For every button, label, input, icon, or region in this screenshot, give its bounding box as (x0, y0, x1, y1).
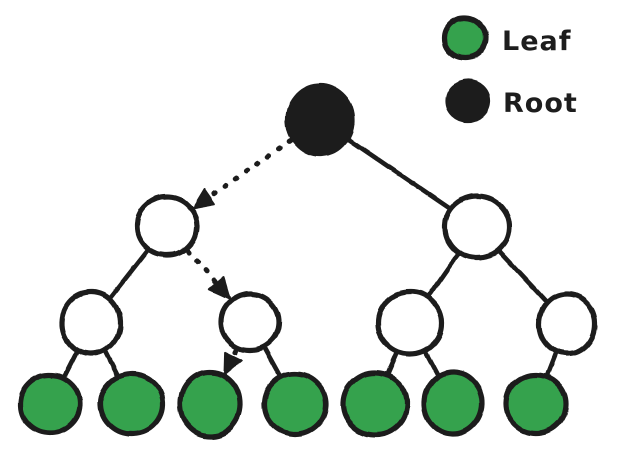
legend-label-root: Root (503, 88, 578, 119)
tree-node-leaf-1 (17, 372, 83, 436)
tree-edge-r1-r2b (496, 248, 549, 305)
tree-node-leaf-6 (421, 369, 485, 437)
tree-node-leaf-3 (177, 369, 243, 439)
tree-node-l2b (218, 291, 282, 353)
tree-node-leaf-7 (503, 372, 569, 436)
tree-node-leaf-2 (98, 371, 166, 437)
traversal-dotted-line-l2b-leaf-3 (231, 348, 239, 358)
legend-swatches-layer (441, 15, 491, 123)
traversal-arrowhead-icon (208, 276, 231, 300)
tree-edge-l2b-leaf-4 (262, 345, 282, 379)
tree-edges-layer (61, 136, 559, 379)
legend-label-leaf: Leaf (502, 26, 571, 57)
tree-edge-r2a-leaf-6 (422, 348, 441, 379)
tree-node-r2b (536, 291, 598, 357)
tree-node-leaf-4 (261, 371, 329, 437)
tree-edge-l1-l2a (107, 248, 151, 301)
tree-edge-l2a-leaf-1 (61, 348, 80, 379)
traversal-arrowhead-icon (192, 188, 216, 209)
tree-edge-l2a-leaf-2 (102, 348, 121, 379)
tree-edge-root-r1 (345, 136, 453, 212)
tree-node-r2a (375, 289, 445, 357)
legend-swatch-root-icon (445, 79, 491, 123)
tree-node-root (285, 83, 355, 157)
tree-node-l2a (59, 289, 123, 357)
tree-nodes-layer (17, 83, 598, 439)
tree-edge-r1-r2a (425, 250, 462, 300)
tree-node-r1 (442, 193, 512, 261)
traversal-arrowhead-icon (223, 351, 243, 376)
tree-node-leaf-5 (340, 370, 410, 438)
traversal-dotted-line-l1-l2b (186, 248, 219, 286)
traversal-dotted-line-root-l1 (208, 138, 293, 199)
tree-edge-r2b-leaf-7 (544, 349, 559, 378)
tree-node-l1 (134, 194, 200, 258)
legend-swatch-leaf-icon (441, 15, 489, 61)
tree-edge-r2a-leaf-5 (385, 350, 400, 377)
traversal-arrows-layer (186, 138, 293, 376)
